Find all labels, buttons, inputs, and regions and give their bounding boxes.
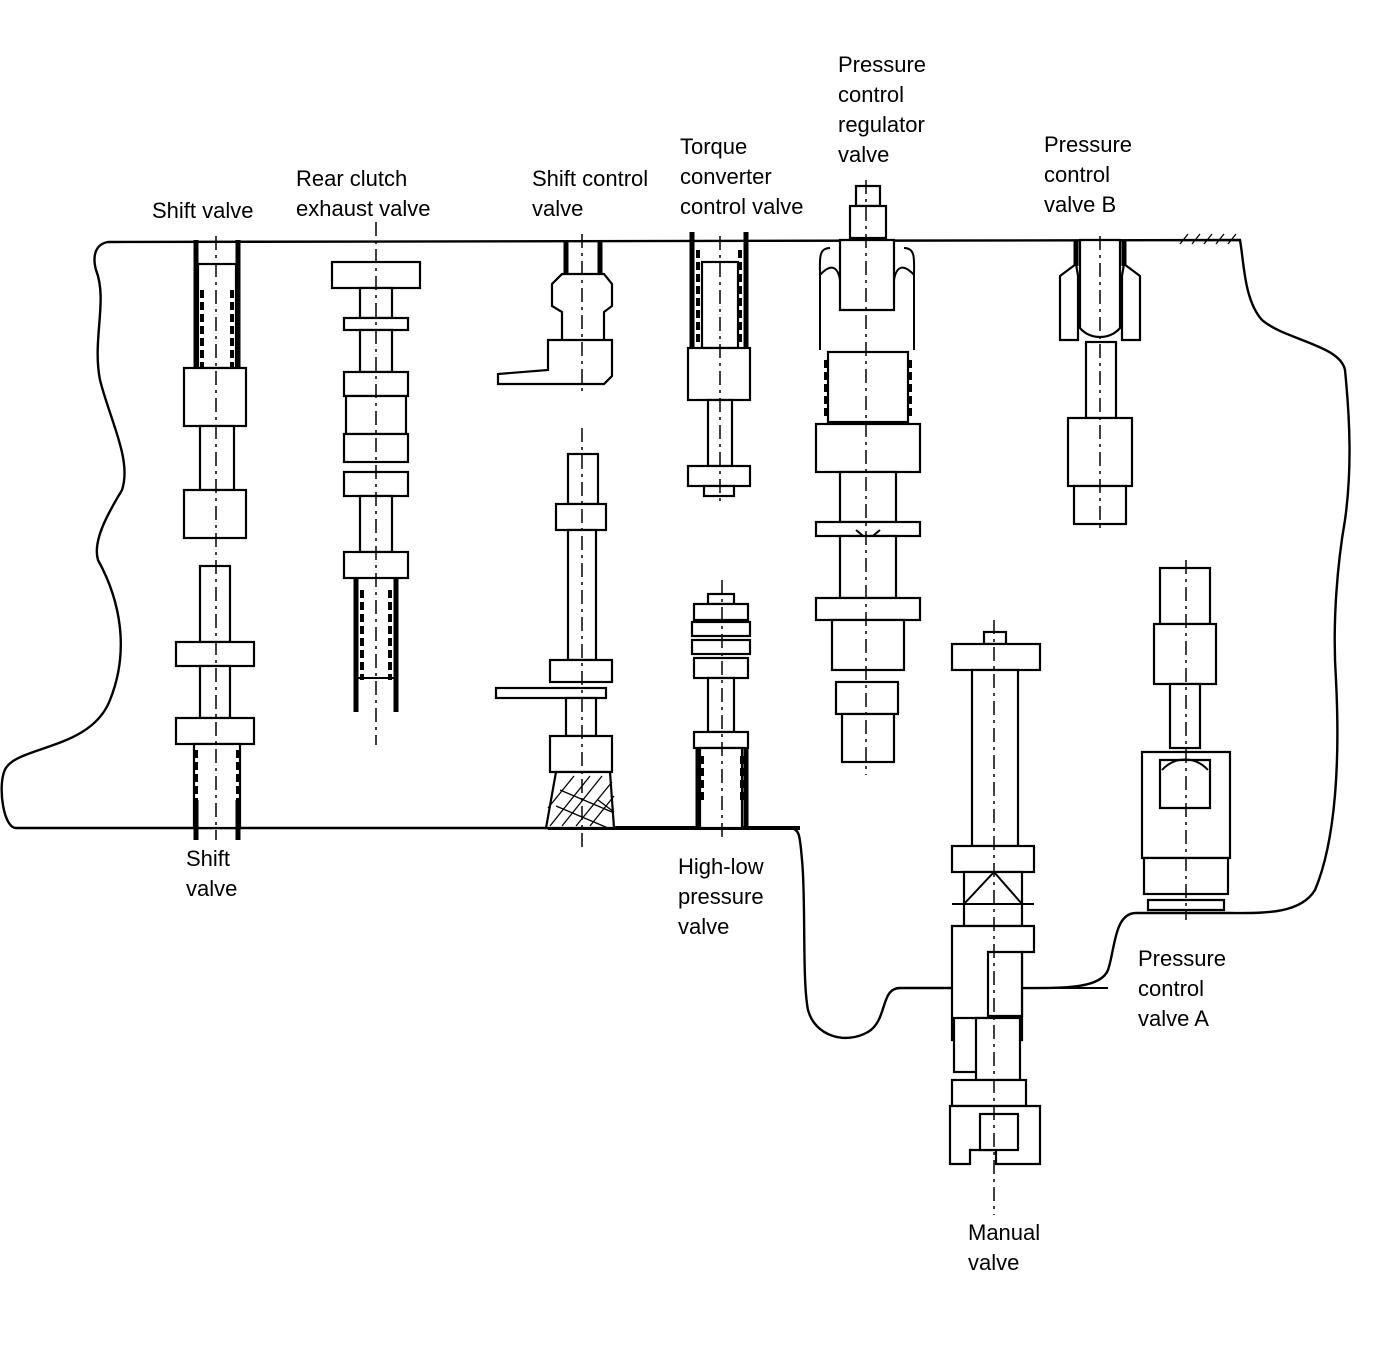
- label-line: Pressure: [1138, 946, 1227, 971]
- label-line: Manual: [968, 1220, 1041, 1245]
- pressure-control-valve-a-assembly: [1140, 560, 1232, 920]
- label-line: control: [1044, 162, 1111, 187]
- label-line: valve A: [1138, 1006, 1209, 1031]
- label-line: valve: [968, 1250, 1020, 1275]
- corner-hatch: [1179, 233, 1237, 245]
- label-line: valve: [186, 876, 238, 901]
- shift-control-valve-lower: [494, 428, 616, 850]
- label-shift-control-valve: Shift control valve: [532, 164, 648, 224]
- label-line: converter: [680, 164, 772, 189]
- label-line: Rear clutch: [296, 166, 408, 191]
- label-line: regulator: [838, 112, 925, 137]
- label-pressure-control-valve-b: Pressure control valve B: [1044, 130, 1132, 220]
- label-pressure-control-regulator-valve: Pressure control regulator valve: [838, 50, 926, 170]
- label-line: Shift control: [532, 166, 649, 191]
- label-pressure-control-valve-a: Pressure control valve A: [1138, 944, 1226, 1034]
- label-shift-valve-top: Shift valve: [152, 196, 254, 226]
- label-line: Torque: [680, 134, 748, 159]
- label-line: valve: [678, 914, 730, 939]
- rear-clutch-exhaust-valve-assembly: [330, 222, 422, 745]
- label-line: control valve: [680, 194, 804, 219]
- label-line: valve: [838, 142, 890, 167]
- label-line: Pressure: [1044, 132, 1133, 157]
- label-line: Shift: [186, 846, 231, 871]
- label-torque-converter-control-valve: Torque converter control valve: [680, 132, 804, 222]
- label-line: Pressure: [838, 52, 927, 77]
- label-shift-valve-bottom: Shift valve: [186, 844, 237, 904]
- pressure-control-valve-b-assembly: [1058, 236, 1142, 530]
- label-line: Shift valve: [152, 198, 254, 223]
- pressure-control-regulator-valve-assembly: [814, 180, 922, 775]
- label-high-low-pressure-valve: High-low pressure valve: [678, 852, 764, 942]
- label-line: High-low: [678, 854, 764, 879]
- label-manual-valve: Manual valve: [968, 1218, 1040, 1278]
- torque-converter-control-valve-assembly: [686, 232, 752, 505]
- manual-valve-assembly: [948, 620, 1042, 1215]
- label-line: valve: [532, 196, 584, 221]
- label-line: control: [838, 82, 905, 107]
- label-line: pressure: [678, 884, 764, 909]
- label-line: valve B: [1044, 192, 1117, 217]
- shift-valve-assembly: [174, 236, 256, 840]
- label-line: exhaust valve: [296, 196, 431, 221]
- valve-body-outline: [0, 238, 1351, 1040]
- shift-control-valve-upper: [496, 234, 614, 395]
- label-line: control: [1138, 976, 1205, 1001]
- label-rear-clutch-exhaust-valve: Rear clutch exhaust valve: [296, 164, 431, 224]
- high-low-pressure-valve-assembly: [690, 580, 752, 840]
